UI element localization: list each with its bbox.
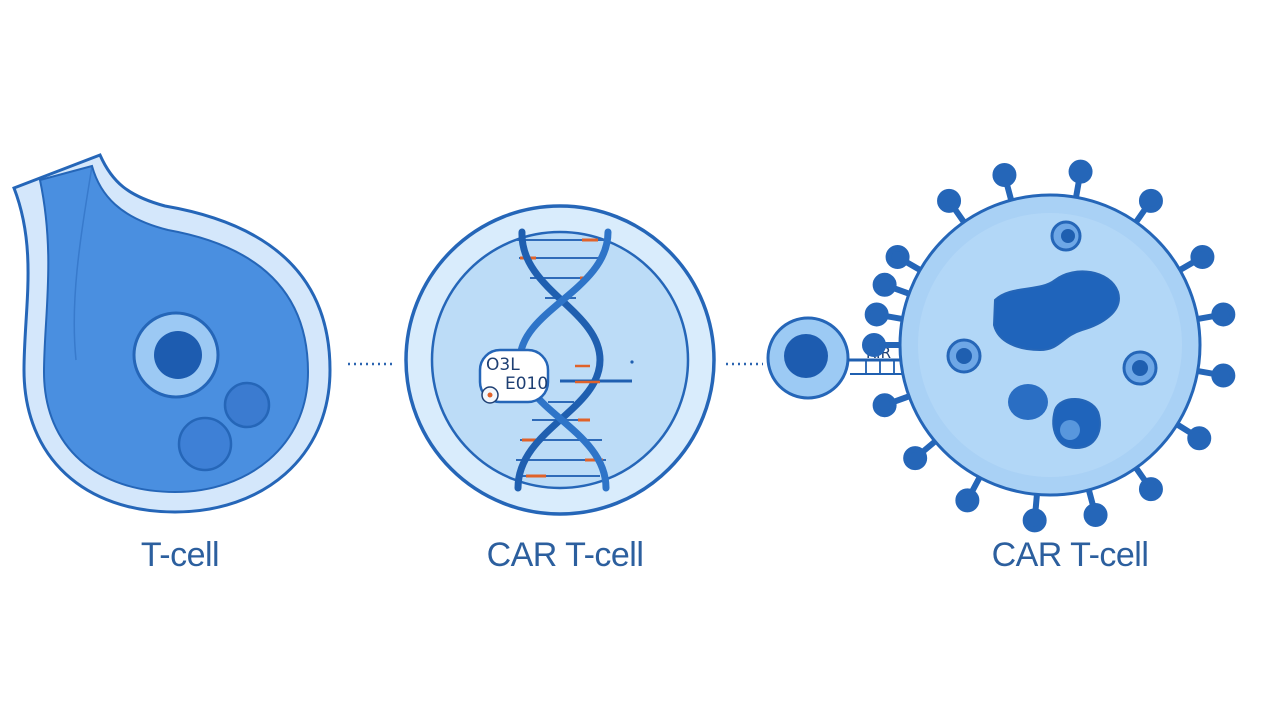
spike-knob	[1083, 503, 1108, 528]
spike-knob	[937, 188, 962, 213]
caption-t-cell: T-cell	[140, 536, 220, 574]
dna-helix-icon: O3L E010	[404, 204, 716, 516]
spike-knob	[1187, 426, 1212, 451]
spike-knob	[992, 162, 1017, 187]
spike-knob	[1068, 159, 1093, 184]
spike-knob	[955, 488, 980, 513]
spike-knob	[1022, 508, 1047, 533]
spike-knob	[1211, 302, 1236, 327]
caption-car-t-cell-target: CAR T-cell	[991, 536, 1149, 574]
dna-tag-line-1: O3L	[486, 355, 520, 375]
spike-knob	[885, 245, 910, 269]
spike-knob	[903, 446, 928, 471]
spike-knob	[864, 302, 889, 327]
spike-knob	[872, 393, 897, 418]
spike-knob	[1211, 363, 1236, 388]
spike-knob	[1138, 477, 1163, 502]
spike-knob	[1138, 188, 1163, 213]
spike-knob	[862, 333, 886, 357]
spike-knob	[872, 272, 897, 297]
dna-tag-line-2: E010	[505, 374, 548, 394]
spike-knob	[1190, 245, 1215, 269]
caption-car-t-cell-dna: CAR T-cell	[486, 536, 644, 574]
tumor-cell-icon	[862, 159, 1236, 533]
t-cell-icon	[12, 153, 332, 514]
